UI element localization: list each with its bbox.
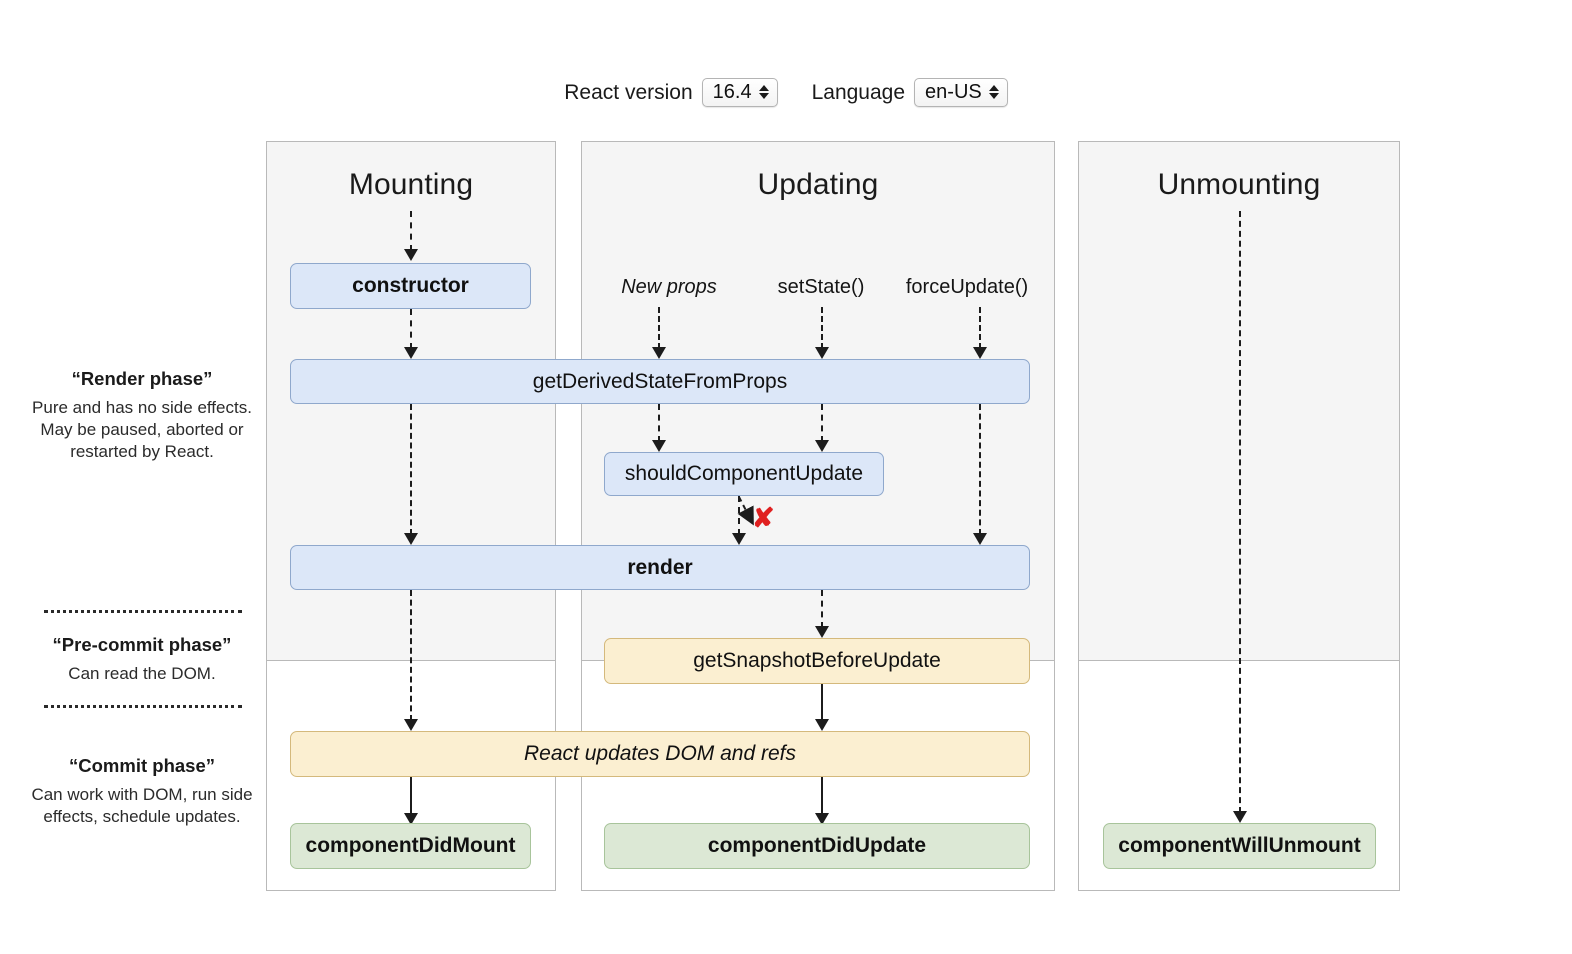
language-control: Language en-US [812,78,1008,107]
node-react-updates-dom-and-refs[interactable]: React updates DOM and refs [290,731,1030,777]
phase-render: “Render phase” Pure and has no side effe… [24,368,260,462]
arrowhead-gdsfp-to-render-mounting [404,533,418,545]
column-updating: Updating [581,141,1055,891]
arrowhead-dom-to-did-mount [404,813,418,825]
node-component-will-unmount[interactable]: componentWillUnmount [1103,823,1376,869]
arrowhead-render-to-dom-mounting [404,719,418,731]
arrow-dom-to-did-update [821,777,823,815]
arrowhead-scu-to-render [732,533,746,545]
arrow-to-constructor [410,211,412,251]
arrowhead-gdsfp-to-scu-left [652,440,666,452]
stepper-icon[interactable] [758,85,769,99]
toolbar: React version 16.4 Language en-US [0,78,1572,107]
arrowhead-render-to-snapshot [815,626,829,638]
react-version-label: React version [564,80,693,104]
arrowhead-gdsfp-to-scu-right [815,440,829,452]
phase-render-title: “Render phase” [71,368,213,389]
arrow-new-props-to-gdsfp [658,307,660,349]
column-title-updating: Updating [757,168,879,201]
arrow-gdsfp-to-scu-right [821,404,823,442]
arrow-force-update-to-render [979,404,981,535]
arrowhead-to-constructor [404,249,418,261]
react-version-value: 16.4 [712,81,752,103]
phase-pre-commit-title: “Pre-commit phase” [52,634,232,655]
phase-pre-commit: “Pre-commit phase” Can read the DOM. [24,634,260,685]
language-select[interactable]: en-US [914,78,1008,107]
phase-divider-bottom [44,705,242,708]
column-title-unmounting: Unmounting [1157,168,1321,201]
node-should-component-update[interactable]: shouldComponentUpdate [604,452,884,496]
arrowhead-set-state-to-gdsfp [815,347,829,359]
node-constructor[interactable]: constructor [290,263,531,309]
react-version-select[interactable]: 16.4 [701,78,778,107]
arrow-render-to-dom-mounting [410,590,412,721]
arrow-snapshot-to-dom [821,684,823,721]
arrowhead-constructor-to-gdsfp [404,347,418,359]
arrowhead-to-will-unmount [1233,811,1247,823]
trigger-set-state: setState() [777,276,865,298]
arrow-gdsfp-to-render-mounting [410,404,412,535]
trigger-new-props: New props [621,276,717,298]
arrowhead-force-update-to-gdsfp [973,347,987,359]
phase-render-description: Pure and has no side effects. May be pau… [32,398,252,461]
phase-commit-description: Can work with DOM, run side effects, sch… [31,785,253,826]
phase-commit-title: “Commit phase” [69,755,215,776]
language-value: en-US [925,81,982,103]
arrow-set-state-to-gdsfp [821,307,823,349]
phase-divider-top [44,610,242,613]
trigger-force-update: forceUpdate() [905,276,1029,298]
language-label: Language [811,80,906,104]
arrow-dom-to-did-mount [410,777,412,815]
arrowhead-force-update-to-render [973,533,987,545]
arrowhead-new-props-to-gdsfp [652,347,666,359]
phase-commit: “Commit phase” Can work with DOM, run si… [24,755,260,828]
phase-pre-commit-description: Can read the DOM. [68,664,216,683]
node-render[interactable]: render [290,545,1030,590]
arrowhead-dom-to-did-update [815,813,829,825]
node-get-snapshot-before-update[interactable]: getSnapshotBeforeUpdate [604,638,1030,684]
arrow-gdsfp-to-scu-left [658,404,660,442]
abort-x-icon: ✘ [752,503,775,533]
react-version-control: React version 16.4 [564,78,778,107]
stepper-icon[interactable] [988,85,999,99]
arrow-scu-to-render [738,496,740,535]
arrow-force-update-to-gdsfp [979,307,981,349]
column-title-mounting: Mounting [348,168,474,201]
arrowhead-snapshot-to-dom [815,719,829,731]
node-get-derived-state-from-props[interactable]: getDerivedStateFromProps [290,359,1030,404]
arrow-to-will-unmount [1239,211,1241,813]
node-component-did-mount[interactable]: componentDidMount [290,823,531,869]
arrow-render-to-snapshot [821,590,823,628]
node-component-did-update[interactable]: componentDidUpdate [604,823,1030,869]
arrow-constructor-to-gdsfp [410,309,412,349]
